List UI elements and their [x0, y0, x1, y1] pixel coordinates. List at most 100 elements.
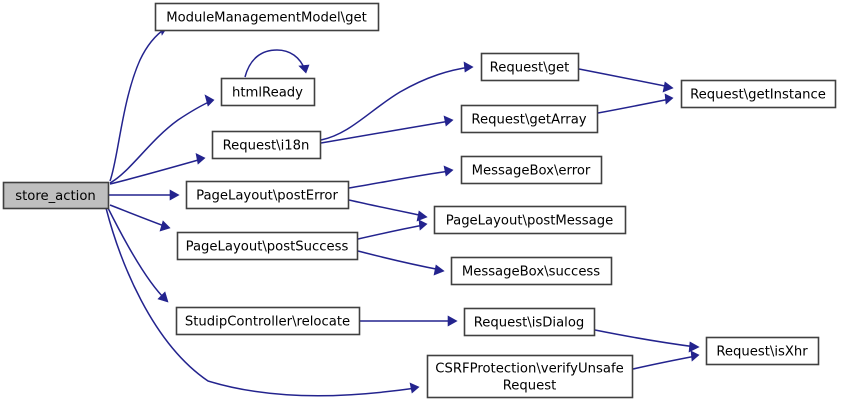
edge-line — [578, 68, 671, 88]
arrowhead-icon — [159, 220, 171, 232]
node-box[interactable] — [175, 306, 361, 336]
arrowhead-icon — [169, 189, 180, 201]
node-request_get[interactable]: Request\get — [480, 52, 580, 82]
arrowhead-icon — [447, 315, 458, 327]
node-label: MessageBox\success — [462, 265, 600, 280]
node-box[interactable] — [154, 2, 380, 32]
arrowhead-icon — [418, 219, 428, 231]
node-box[interactable] — [426, 354, 634, 399]
edge-store_action-to-htmlready — [109, 94, 215, 184]
arrowhead-icon — [662, 81, 674, 93]
node-label: store_action — [15, 189, 96, 204]
edges-layer — [105, 24, 700, 397]
edge-htmlready-to-htmlready — [244, 49, 310, 78]
edge-line — [597, 98, 671, 114]
node-studipcontroller_relocate[interactable]: StudipController\relocate — [175, 306, 361, 336]
arrowhead-icon — [664, 93, 674, 105]
edge-store_action-to-studipcontroller_relocate — [107, 207, 169, 303]
node-box[interactable] — [705, 336, 820, 366]
edge-request_getarray-to-request_getinstance — [597, 93, 674, 114]
node-label: htmlReady — [232, 86, 303, 101]
node-box[interactable] — [463, 307, 596, 337]
node-request_isdialog[interactable]: Request\isDialog — [463, 307, 596, 337]
node-store_action[interactable]: store_action — [2, 181, 110, 210]
node-request_isxhr[interactable]: Request\isXhr — [705, 336, 820, 366]
arrowhead-icon — [443, 115, 454, 127]
arrowhead-icon — [298, 64, 310, 74]
edge-line — [109, 100, 212, 184]
edge-request_i18n-to-request_get — [320, 61, 474, 141]
node-label: PageLayout\postSuccess — [186, 240, 349, 255]
node-modulemanagementmodel_get[interactable]: ModuleManagementModel\get — [154, 2, 380, 32]
node-label: MessageBox\error — [472, 164, 591, 179]
node-box[interactable] — [680, 79, 837, 109]
node-pagelayout_postmessage[interactable]: PageLayout\postMessage — [433, 205, 627, 235]
node-messagebox_success[interactable]: MessageBox\success — [450, 256, 613, 286]
nodes-layer: store_action ModuleManagementModel\get htm… — [2, 2, 837, 399]
arrowhead-icon — [204, 94, 215, 107]
node-box[interactable] — [460, 155, 603, 185]
edge-line — [594, 329, 697, 348]
edge-pagelayout_posterror-to-messagebox_error — [348, 165, 454, 189]
node-box[interactable] — [185, 180, 350, 210]
edge-line — [348, 170, 451, 189]
node-htmlready[interactable]: htmlReady — [220, 77, 316, 107]
edge-line — [320, 120, 451, 144]
edge-store_action-to-request_i18n — [109, 152, 206, 185]
node-box[interactable] — [211, 130, 322, 160]
node-label: Request — [503, 379, 557, 394]
edge-line — [109, 158, 203, 185]
edge-line — [244, 49, 306, 78]
node-request_getarray[interactable]: Request\getArray — [460, 104, 599, 134]
arrowhead-icon — [433, 264, 445, 276]
node-box[interactable] — [480, 52, 580, 82]
edge-store_action-to-csrfprotection_verifyunsaferequest — [105, 207, 420, 397]
node-pagelayout_postsuccess[interactable]: PageLayout\postSuccess — [176, 231, 359, 261]
edge-studipcontroller_relocate-to-request_isdialog — [360, 315, 458, 327]
edge-line — [632, 355, 697, 370]
edge-line — [107, 207, 167, 301]
edge-pagelayout_postsuccess-to-pagelayout_postmessage — [357, 219, 428, 240]
arrowhead-icon — [157, 291, 169, 303]
node-pagelayout_posterror[interactable]: PageLayout\postError — [185, 180, 350, 210]
node-box[interactable] — [433, 205, 627, 235]
edge-line — [109, 27, 167, 182]
node-label: PageLayout\postMessage — [446, 214, 613, 229]
node-request_i18n[interactable]: Request\i18n — [211, 130, 322, 160]
edge-line — [320, 66, 471, 141]
edge-line — [348, 199, 425, 217]
node-box[interactable] — [2, 181, 110, 210]
edge-pagelayout_posterror-to-pagelayout_postmessage — [348, 199, 428, 222]
node-box[interactable] — [220, 77, 316, 107]
arrowhead-icon — [416, 210, 428, 222]
node-label: PageLayout\postError — [196, 189, 338, 204]
edge-line — [105, 207, 417, 397]
node-label: Request\i18n — [223, 139, 310, 154]
node-label: Request\isXhr — [716, 345, 808, 360]
edge-csrfprotection_verifyunsaferequest-to-request_isxhr — [632, 350, 700, 370]
edge-line — [109, 204, 168, 228]
node-box[interactable] — [460, 104, 599, 134]
arrowhead-icon — [463, 61, 474, 73]
node-messagebox_error[interactable]: MessageBox\error — [460, 155, 603, 185]
edge-request_i18n-to-request_getarray — [320, 115, 454, 144]
node-label: Request\get — [490, 61, 570, 76]
arrowhead-icon — [195, 152, 206, 165]
edge-line — [357, 224, 425, 240]
node-box[interactable] — [450, 256, 613, 286]
node-box[interactable] — [176, 231, 359, 261]
arrowhead-icon — [688, 341, 700, 353]
edge-pagelayout_postsuccess-to-messagebox_success — [357, 250, 445, 276]
node-label: Request\isDialog — [474, 316, 585, 331]
node-label: StudipController\relocate — [185, 315, 350, 330]
arrowhead-icon — [409, 382, 420, 394]
arrowhead-icon — [443, 165, 454, 177]
edge-request_isdialog-to-request_isxhr — [594, 329, 700, 353]
node-request_getinstance[interactable]: Request\getInstance — [680, 79, 837, 109]
edge-line — [357, 250, 442, 271]
node-label: Request\getArray — [471, 113, 586, 128]
edge-request_get-to-request_getinstance — [578, 68, 674, 93]
node-label: Request\getInstance — [690, 88, 826, 103]
